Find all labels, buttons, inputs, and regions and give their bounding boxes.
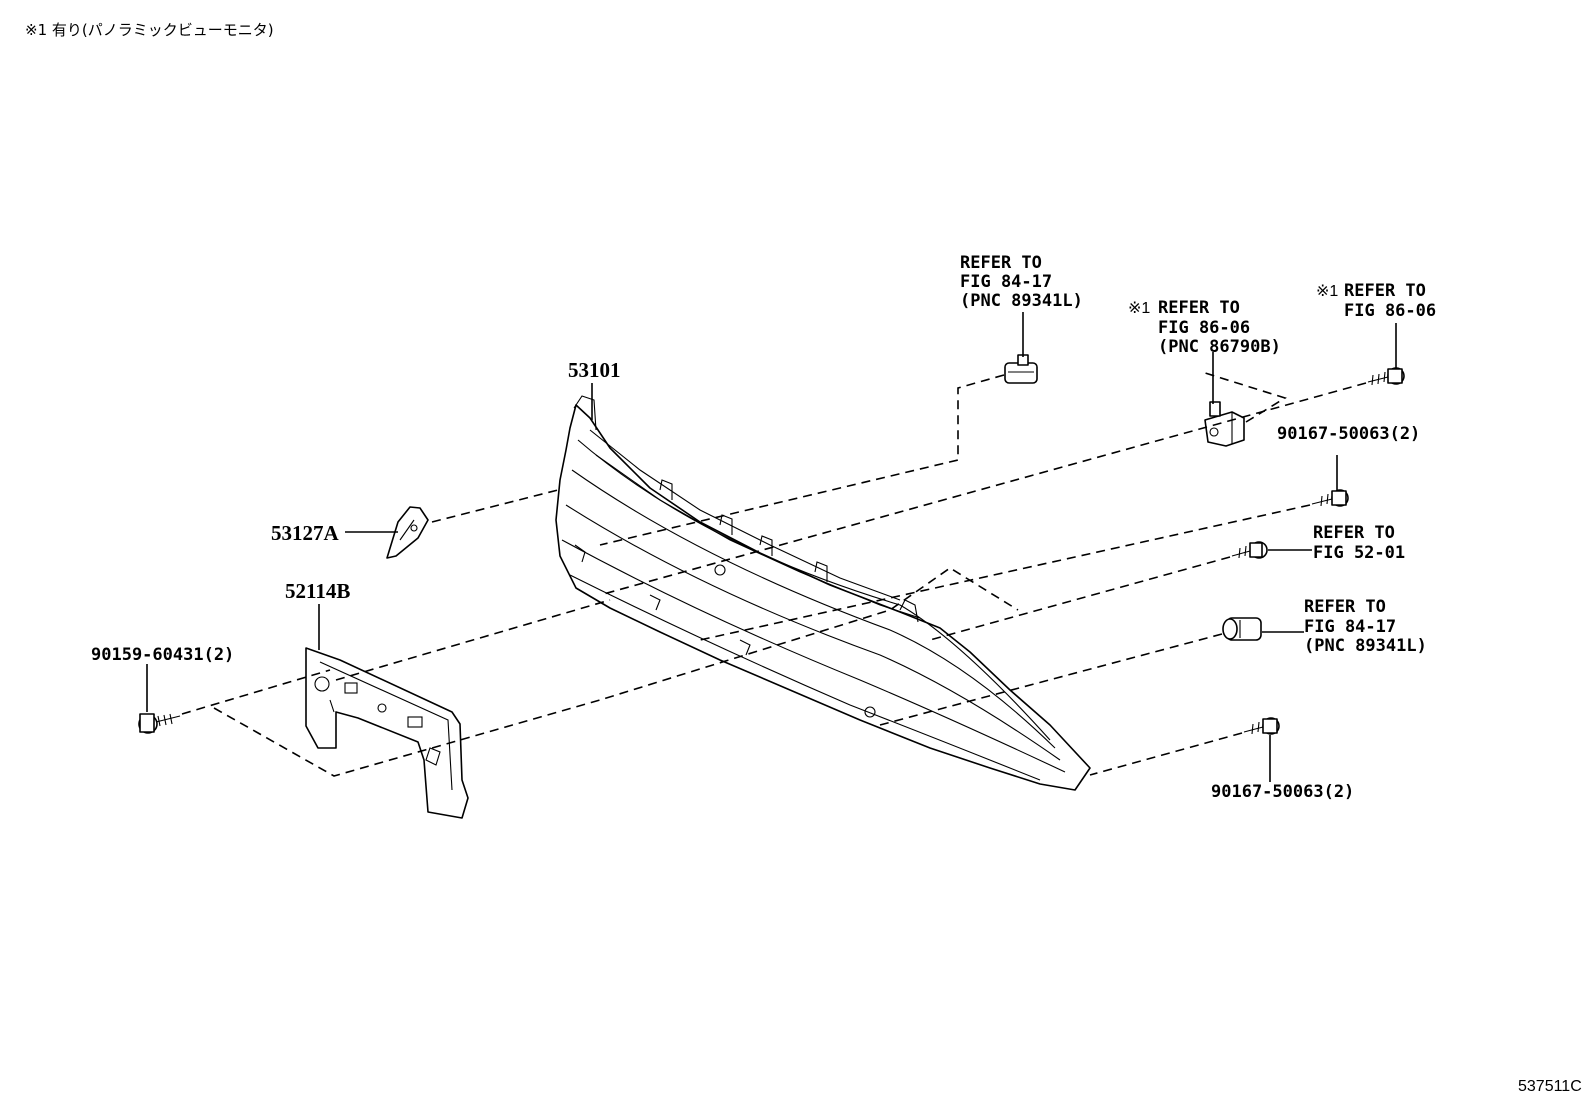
label-90167-bottom: 90167-50063(2) xyxy=(1211,782,1354,802)
clip-53127a-drawing xyxy=(386,506,429,559)
ref-sensor-text: REFER TO FIG 84-17 (PNC 89341L) xyxy=(1304,597,1427,656)
retainer-52114b-drawing xyxy=(305,647,469,819)
dash-90159 xyxy=(181,669,331,715)
figure-id: 537511C xyxy=(1518,1078,1582,1095)
ref-camera-line2: FIG 86-06 xyxy=(1158,318,1250,338)
dash-90167-bottom xyxy=(1089,732,1243,776)
ref-topright-text: REFER TO FIG 86-06 xyxy=(1344,281,1436,321)
ref-camera-line1: REFER TO xyxy=(1158,298,1240,318)
label-90167-top: 90167-50063(2) xyxy=(1277,424,1420,444)
ref-top-text: REFER TO FIG 84-17 (PNC 89341L) xyxy=(960,253,1083,311)
ref-top-line1: REFER TO xyxy=(960,253,1042,273)
ref-topright-line1: REFER TO xyxy=(1344,281,1426,301)
ref-camera-line3: (PNC 86790B) xyxy=(1158,337,1281,357)
dash-52114b xyxy=(335,599,611,681)
dash-ref-top xyxy=(599,374,1005,546)
camera-drawing xyxy=(1204,401,1245,447)
ref-clip-text: REFER TO FIG 52-01 xyxy=(1313,523,1405,563)
label-52114b: 52114B xyxy=(285,579,350,603)
screw-90159-drawing xyxy=(138,713,181,734)
dash-53127a xyxy=(431,489,559,523)
label-53127a: 53127A xyxy=(271,521,340,545)
dash-topright xyxy=(599,382,1367,596)
screw-90167-top-drawing xyxy=(1311,489,1349,507)
ref-top-line3: (PNC 89341L) xyxy=(960,291,1083,311)
label-90159: 90159-60431(2) xyxy=(91,645,234,665)
ref-clip-line2: FIG 52-01 xyxy=(1313,543,1405,563)
sensor-side-drawing xyxy=(1222,617,1262,641)
ref-sensor-line3: (PNC 89341L) xyxy=(1304,636,1427,656)
screw-90167-bottom-drawing xyxy=(1243,717,1280,735)
dash-camera xyxy=(1201,371,1287,423)
screw-topright-drawing xyxy=(1367,367,1405,386)
ref-camera-text: REFER TO FIG 86-06 (PNC 86790B) xyxy=(1158,298,1281,357)
label-53101: 53101 xyxy=(568,358,621,382)
ref-sensor-line1: REFER TO xyxy=(1304,597,1386,617)
ref-sensor-line2: FIG 84-17 xyxy=(1304,617,1396,637)
bumper-cover-drawing xyxy=(555,395,1091,791)
sensor-top-drawing xyxy=(1004,354,1038,384)
clip-ref-drawing xyxy=(1231,541,1268,559)
ref-clip-line1: REFER TO xyxy=(1313,523,1395,543)
header-note: ※1 有り(パノラミックビューモニタ) xyxy=(25,21,274,39)
dash-ref-clip xyxy=(929,556,1231,641)
ref-topright-line2: FIG 86-06 xyxy=(1344,301,1436,321)
ref-topright-mark: ※1 xyxy=(1316,283,1338,300)
ref-top-line2: FIG 84-17 xyxy=(960,272,1052,292)
ref-camera-mark: ※1 xyxy=(1128,300,1150,317)
